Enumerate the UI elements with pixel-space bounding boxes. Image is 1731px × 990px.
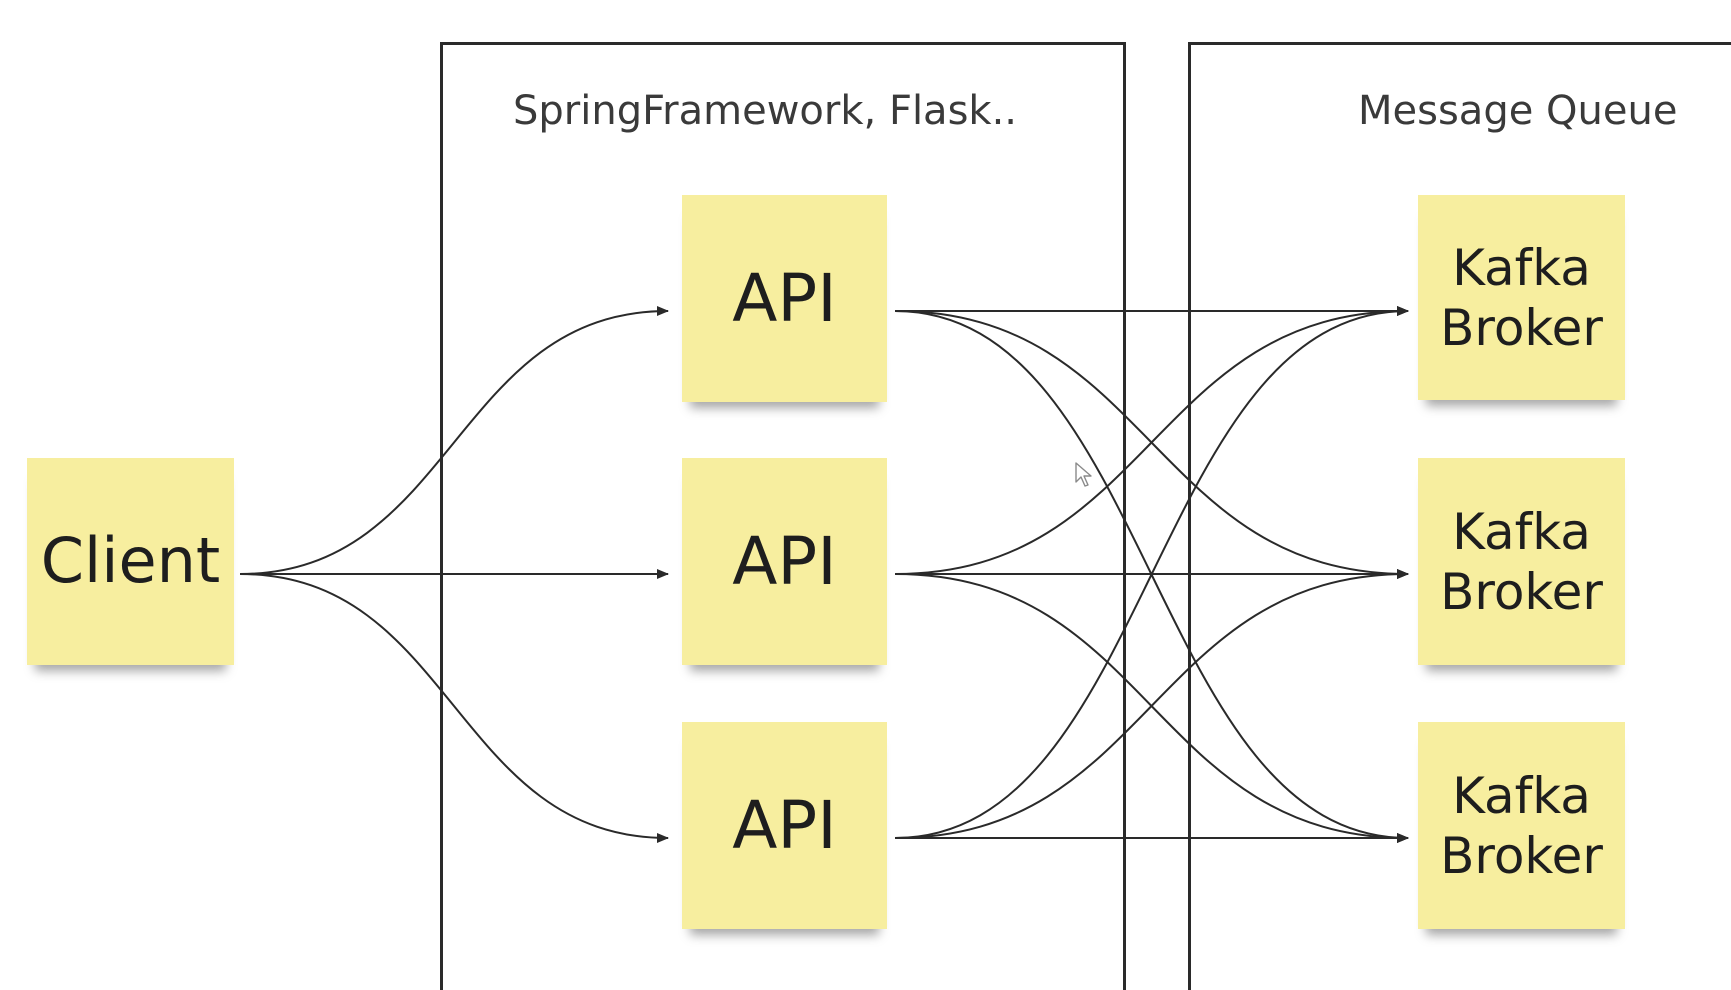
kafka-broker-label: Kafka Broker bbox=[1440, 766, 1603, 885]
mouse-pointer-icon bbox=[1075, 462, 1092, 487]
api-node-3: API bbox=[682, 722, 887, 929]
kafka-broker-label: Kafka Broker bbox=[1440, 238, 1603, 357]
api-node-2: API bbox=[682, 458, 887, 665]
api-label: API bbox=[732, 786, 837, 864]
kafka-broker-label: Kafka Broker bbox=[1440, 502, 1603, 621]
edge-api-3-to-broker-1 bbox=[894, 306, 1409, 839]
kafka-broker-node-2: Kafka Broker bbox=[1418, 458, 1625, 665]
edge-api-2-to-broker-1 bbox=[894, 306, 1409, 575]
edge-client-to-api-3 bbox=[239, 573, 669, 843]
message-queue-frame-title: Message Queue bbox=[1358, 88, 1678, 134]
edge-api-3-to-broker-2 bbox=[894, 569, 1409, 839]
framework-frame bbox=[440, 42, 1126, 990]
framework-frame-title: SpringFramework, Flask.. bbox=[513, 88, 1018, 134]
kafka-broker-node-1: Kafka Broker bbox=[1418, 195, 1625, 400]
client-node: Client bbox=[27, 458, 234, 665]
api-label: API bbox=[732, 522, 837, 600]
message-queue-frame bbox=[1188, 42, 1731, 990]
api-label: API bbox=[732, 259, 837, 337]
edge-client-to-api-1 bbox=[239, 306, 669, 575]
client-label: Client bbox=[40, 524, 221, 598]
kafka-broker-node-3: Kafka Broker bbox=[1418, 722, 1625, 929]
api-node-1: API bbox=[682, 195, 887, 402]
